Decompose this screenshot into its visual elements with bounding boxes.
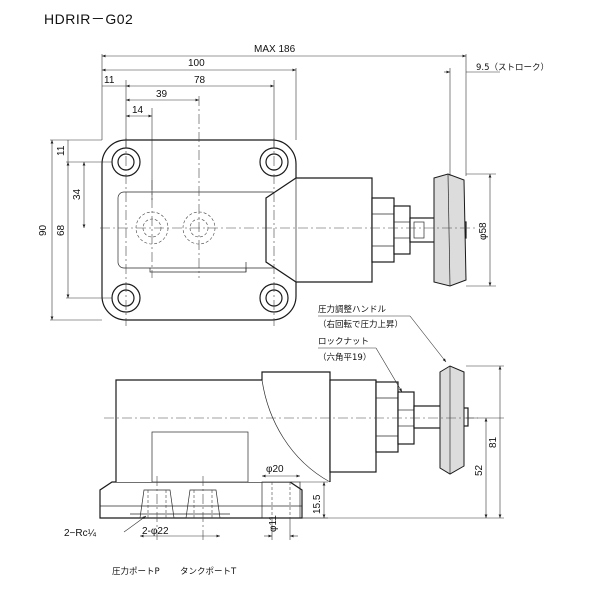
side-body — [115, 371, 331, 482]
dim-68: 68 — [56, 224, 67, 236]
name-plate — [151, 431, 249, 483]
dim-11-side: 11 — [56, 145, 67, 156]
dim-2-phi22: 2-φ22 — [142, 526, 169, 537]
dim-34: 34 — [72, 188, 83, 200]
dim-90: 90 — [38, 224, 49, 236]
dim-100: 100 — [188, 58, 205, 69]
drawing-title: HDRIR－G02 — [44, 11, 133, 27]
drain-boss — [261, 481, 301, 519]
side-lock-nut — [375, 381, 399, 453]
dim-14: 14 — [132, 105, 144, 116]
side-cylinder — [329, 379, 377, 473]
dim-11-top: 11 — [104, 75, 115, 86]
dim-81: 81 — [488, 436, 499, 448]
dim-phi20: φ20 — [266, 464, 284, 475]
label-tank-port: タンクポートT — [180, 567, 237, 577]
top-view — [100, 96, 478, 326]
dim-52: 52 — [474, 464, 485, 476]
lock-nut — [371, 197, 395, 263]
note-locknut-sub: （六角平19） — [318, 352, 371, 363]
label-pressure-port: 圧力ポートP — [112, 566, 160, 577]
side-ports — [130, 489, 230, 519]
dim-max-186: MAX 186 — [254, 44, 296, 55]
dim-phi11: φ11 — [268, 515, 279, 532]
side-handle — [439, 365, 465, 475]
dim-phi58: φ58 — [478, 222, 489, 240]
annotations: 圧力調整ハンドル （右回転で圧力上昇） ロックナット （六角平19） 圧力ポート… — [112, 304, 447, 577]
note-locknut: ロックナット — [318, 337, 369, 347]
dim-rc: 2−Rc¼ — [64, 527, 97, 539]
side-view — [99, 365, 478, 540]
dim-78: 78 — [194, 75, 206, 86]
dim-15-5: 15.5 — [312, 494, 323, 514]
dim-39: 39 — [156, 89, 168, 100]
adaptor-body — [265, 177, 373, 283]
note-handle-sub: （右回転で圧力上昇） — [318, 319, 403, 330]
dim-stroke: 9.5（ストローク） — [476, 62, 549, 73]
top-dimensions: MAX 186 100 11 78 39 14 9.5（ストローク） 90 68… — [38, 44, 549, 321]
side-dimensions: 81 52 φ20 15.5 φ11 2-φ22 2−Rc¼ — [64, 365, 504, 540]
note-handle: 圧力調整ハンドル — [318, 304, 387, 315]
